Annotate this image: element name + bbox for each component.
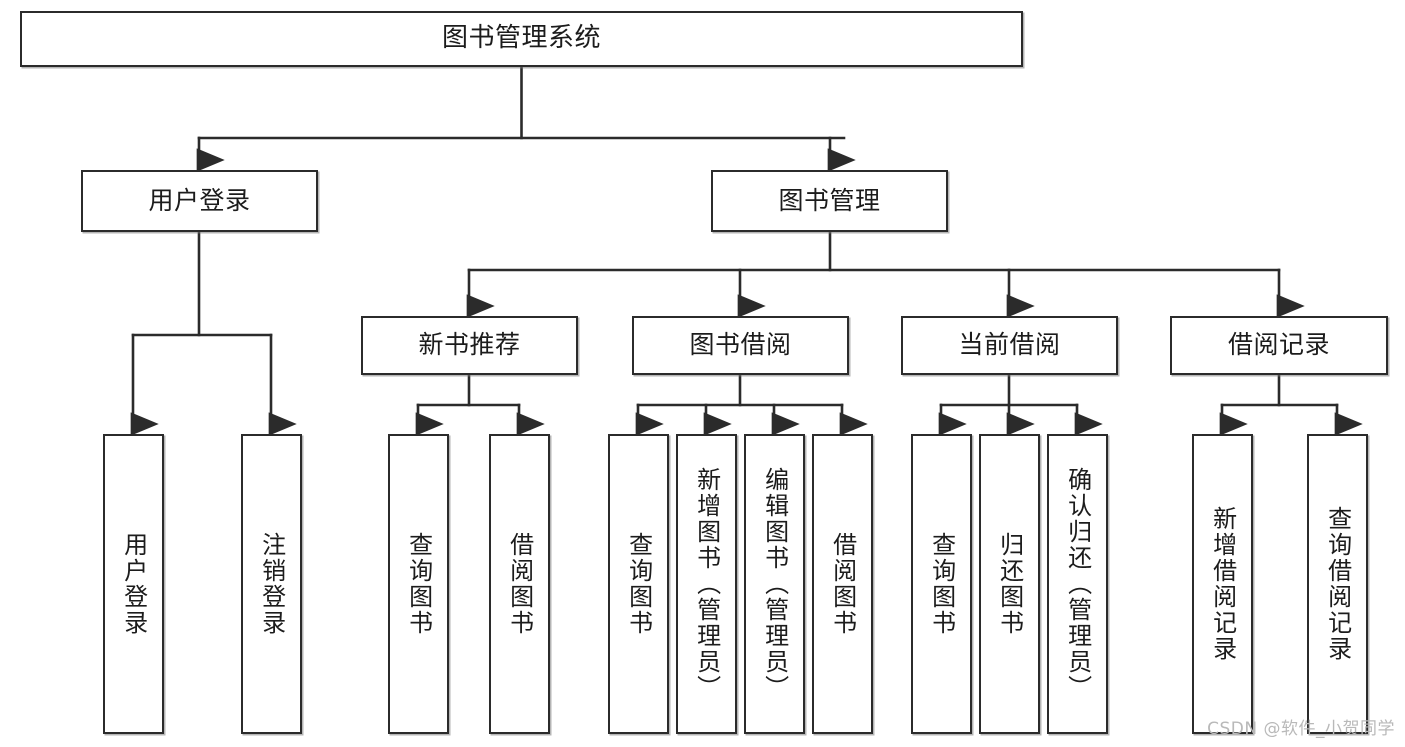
node-leaf-query-book-3[interactable]: 查询图书 xyxy=(911,434,972,734)
node-label: 借阅图书 xyxy=(505,532,534,636)
node-label: 新增借阅记录 xyxy=(1208,506,1237,662)
node-label: 确认归还（管理员） xyxy=(1063,467,1092,701)
node-leaf-query-record[interactable]: 查询借阅记录 xyxy=(1307,434,1368,734)
node-label: 新书推荐 xyxy=(418,330,521,360)
node-leaf-edit-book[interactable]: 编辑图书（管理员） xyxy=(744,434,805,734)
node-root-system[interactable]: 图书管理系统 xyxy=(20,11,1023,67)
node-label: 归还图书 xyxy=(995,532,1024,636)
node-label: 图书借阅 xyxy=(689,330,792,360)
node-label: 借阅图书 xyxy=(828,532,857,636)
node-leaf-return-book[interactable]: 归还图书 xyxy=(979,434,1040,734)
node-label: 当前借阅 xyxy=(958,330,1061,360)
node-label: 借阅记录 xyxy=(1227,330,1330,360)
node-label: 编辑图书（管理员） xyxy=(760,467,789,701)
node-label: 新增图书（管理员） xyxy=(692,467,721,701)
node-label: 查询图书 xyxy=(927,532,956,636)
node-leaf-query-book-1[interactable]: 查询图书 xyxy=(388,434,449,734)
node-leaf-user-logout[interactable]: 注销登录 xyxy=(241,434,302,734)
node-user-login[interactable]: 用户登录 xyxy=(81,170,318,232)
node-borrow-record[interactable]: 借阅记录 xyxy=(1170,316,1388,375)
node-label: 图书管理 xyxy=(778,185,881,215)
csdn-watermark: CSDN @软件_小贺同学 xyxy=(1207,719,1395,739)
node-label: 图书管理系统 xyxy=(441,23,601,54)
node-new-book-recommend[interactable]: 新书推荐 xyxy=(361,316,578,375)
node-label: 查询图书 xyxy=(624,532,653,636)
node-label: 查询图书 xyxy=(404,532,433,636)
node-leaf-borrow-book-2[interactable]: 借阅图书 xyxy=(812,434,873,734)
node-leaf-confirm-return[interactable]: 确认归还（管理员） xyxy=(1047,434,1108,734)
node-book-borrow[interactable]: 图书借阅 xyxy=(632,316,849,375)
node-book-manage[interactable]: 图书管理 xyxy=(711,170,948,232)
node-leaf-user-login[interactable]: 用户登录 xyxy=(103,434,164,734)
node-label: 用户登录 xyxy=(119,532,148,636)
node-label: 用户登录 xyxy=(148,185,251,215)
node-current-borrow[interactable]: 当前借阅 xyxy=(901,316,1118,375)
node-label: 查询借阅记录 xyxy=(1323,506,1352,662)
node-leaf-query-book-2[interactable]: 查询图书 xyxy=(608,434,669,734)
node-leaf-add-record[interactable]: 新增借阅记录 xyxy=(1192,434,1253,734)
node-leaf-borrow-book-1[interactable]: 借阅图书 xyxy=(489,434,550,734)
node-label: 注销登录 xyxy=(257,532,286,636)
node-leaf-add-book[interactable]: 新增图书（管理员） xyxy=(676,434,737,734)
